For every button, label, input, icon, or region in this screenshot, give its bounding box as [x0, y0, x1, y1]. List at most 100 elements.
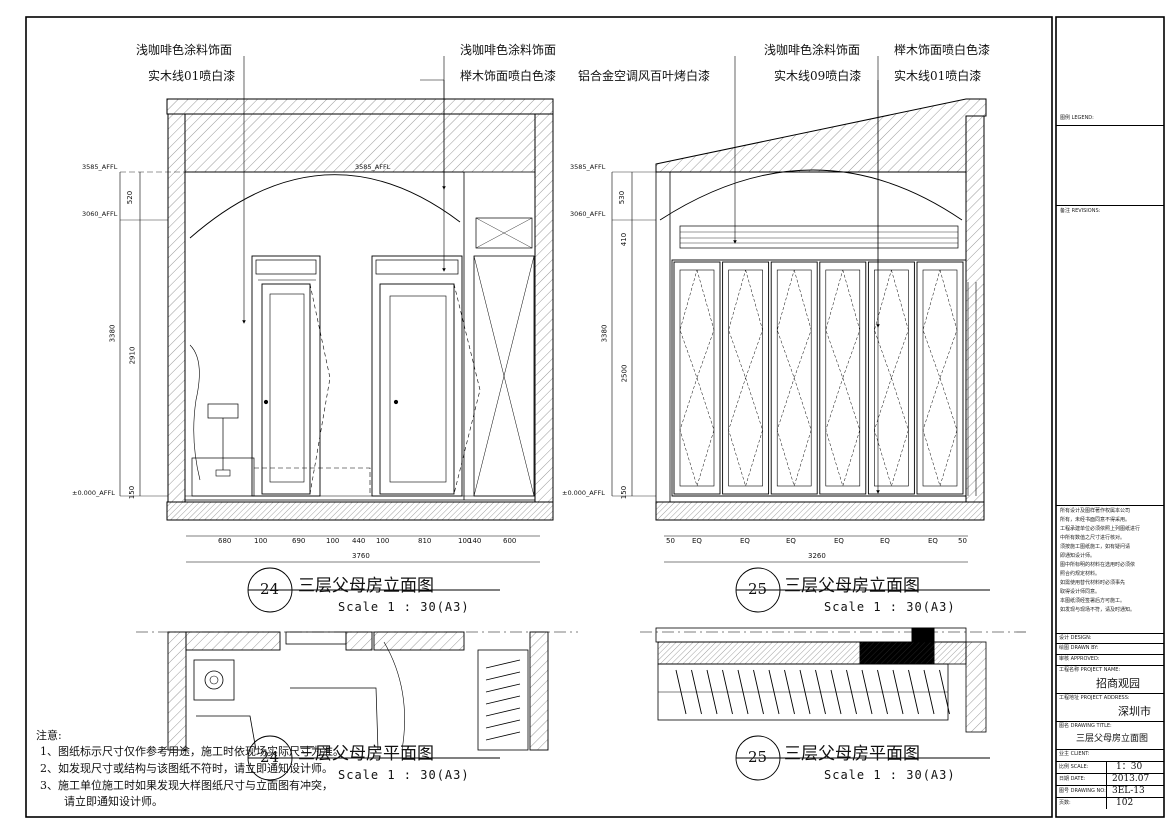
- e25-hdim: EQ: [928, 537, 938, 545]
- e24-level-3060: 3060_AFFL: [82, 210, 118, 218]
- e24-vdim-2910: 2910: [128, 346, 137, 365]
- tb-page: 102: [1116, 798, 1134, 808]
- e25-hdim: 50: [666, 537, 675, 545]
- tb-date-label: 日期 DATE:: [1059, 776, 1086, 782]
- e25-callout-2: 铝合金空调风百叶烤白漆: [578, 69, 711, 83]
- e25-hdim: EQ: [880, 537, 890, 545]
- e24-callout-3: 浅咖啡色涂料饰面: [460, 43, 557, 57]
- tb-revisions-label: 备注 REVISIONS:: [1060, 208, 1101, 214]
- wardrobe-door: [819, 261, 867, 495]
- e25-hdim: 50: [958, 537, 967, 545]
- e25-callout-4: 榉木饰面喷白色漆: [894, 43, 991, 57]
- e24-hdim: 100: [458, 537, 472, 545]
- tb-remark-line: 如需使用替代材料时必须事先: [1060, 580, 1126, 586]
- wardrobe-door-diamond: [922, 269, 958, 487]
- e24-scale: Scale 1 : 30(A3): [338, 600, 470, 614]
- wardrobe-door-diamond: [825, 269, 861, 487]
- p24-title: 三层父母房平面图: [298, 744, 434, 764]
- e24-callout-4: 榉木饰面喷白色漆: [460, 69, 557, 83]
- tb-remark-line: 所有，未经书面同意不得采用。: [1060, 517, 1131, 523]
- tb-drawing-title: 三层父母房立面图: [1076, 734, 1149, 744]
- e25-vdim-530: 530: [618, 190, 627, 205]
- wardrobe-door: [673, 261, 721, 495]
- wardrobe-door: [770, 261, 818, 495]
- e25-level-3060: 3060_AFFL: [570, 210, 606, 218]
- tb-remark-line: 图中所标明的材料在选用时必须依: [1060, 562, 1136, 568]
- e25-level-3585: 3585_AFFL: [570, 163, 606, 171]
- tb-legend-label: 图例 LEGEND:: [1060, 115, 1094, 121]
- e25-vdim-2500: 2500: [620, 364, 629, 383]
- wardrobe-door: [916, 261, 964, 495]
- e24-level-0: ±0.000_AFFL: [72, 489, 115, 497]
- e24-hdim: 810: [418, 537, 432, 545]
- e24-callout-2: 实木线01喷白漆: [148, 69, 236, 83]
- tb-design-label: 设计 DESIGN:: [1059, 635, 1092, 641]
- e24-callout-1: 浅咖啡色涂料饰面: [136, 43, 233, 57]
- sheet-frame: [25, 16, 1165, 818]
- wardrobe-door-diamond: [874, 269, 909, 487]
- p25-title: 三层父母房平面图: [784, 744, 920, 764]
- tb-remark-line: 所有设计及图样著作权属本公司: [1060, 508, 1131, 514]
- plan-25-drawing: [640, 627, 1026, 733]
- e25-title: 三层父母房立面图: [784, 576, 920, 596]
- p24-scale: Scale 1 : 30(A3): [338, 768, 470, 782]
- e24-total-dim: 3760: [352, 552, 370, 560]
- e25-vdim-410: 410: [620, 232, 629, 247]
- e24-vdim-3380: 3380: [108, 324, 117, 343]
- e24-title: 三层父母房立面图: [298, 576, 434, 596]
- wardrobe-door-diamond: [679, 269, 715, 487]
- wardrobe-door-diamond: [776, 269, 812, 487]
- notes-item-1: 1、图纸标示尺寸仅作参考用途，施工时依现场实际尺寸为准。: [40, 745, 344, 758]
- e24-hdim: 100: [326, 537, 340, 545]
- elevation-24-drawing: [119, 56, 554, 563]
- e25-callout-3: 实木线09喷白漆: [774, 69, 862, 83]
- tb-client-label: 业主 CLIENT:: [1059, 751, 1090, 757]
- e25-number: 25: [748, 580, 768, 598]
- e25-hdim: EQ: [834, 537, 844, 545]
- notes-item-2: 2、如发现尺寸或结构与该图纸不符时，请立即通知设计师。: [40, 762, 333, 775]
- tb-drawn-label: 绘图 DRAWN BY:: [1059, 645, 1099, 651]
- title-block: 图例 LEGEND: 备注 REVISIONS: 所有设计及图样著作权属本公司所…: [1056, 17, 1164, 817]
- e24-vdim-520: 520: [126, 190, 135, 205]
- e25-callout-1: 浅咖啡色涂料饰面: [764, 43, 861, 57]
- e25-vdim-150: 150: [620, 485, 629, 500]
- tb-drawing-no: 3EL-13: [1112, 786, 1145, 796]
- e24-level-3585-inner: 3585_AFFL: [355, 163, 391, 171]
- tb-remark-line: 即通知设计师。: [1060, 553, 1096, 559]
- wardrobe-door-diamond: [728, 269, 763, 487]
- e24-hdim: 440: [352, 537, 366, 545]
- tb-remark-line: 取得设计师同意。: [1060, 589, 1101, 595]
- notes-item-4: 请立即通知设计师。: [64, 795, 163, 808]
- e24-hdim: 680: [218, 537, 232, 545]
- tb-remark-line: 须按施工图纸施工，如有疑问请: [1060, 544, 1131, 550]
- tb-project-label: 工程名称 PROJECT NAME:: [1059, 667, 1121, 673]
- tb-project-name: 招商观园: [1096, 677, 1140, 690]
- tb-remark-line: 如发现与现场不符，请及时通知。: [1060, 607, 1136, 613]
- e25-callout-5: 实木线01喷白漆: [894, 69, 982, 83]
- tb-drawing-label: 图名 DRAWING TITLE:: [1059, 723, 1112, 729]
- tb-address-label: 工程地址 PROJECT ADDRESS:: [1059, 695, 1130, 701]
- elevation-25-drawing: [611, 56, 987, 563]
- notes-heading: 注意:: [36, 729, 62, 742]
- p24-number: 24: [260, 748, 280, 766]
- p25-scale: Scale 1 : 30(A3): [824, 768, 956, 782]
- e25-level-0: ±0.000_AFFL: [562, 489, 605, 497]
- tb-remark-line: 工程承建单位必须依照上列图纸进行: [1060, 526, 1141, 532]
- notes-item-3: 3、施工单位施工时如果发现大样图纸尺寸与立面图有冲突，: [40, 779, 333, 792]
- e24-number: 24: [260, 580, 280, 598]
- tb-scale-label: 比例 SCALE:: [1059, 764, 1089, 770]
- tb-number-label: 图号 DRAWING NO:: [1059, 788, 1106, 794]
- e25-vdim-3380: 3380: [600, 324, 609, 343]
- wardrobe-door: [867, 261, 915, 495]
- e24-vdim-150: 150: [128, 485, 137, 500]
- wardrobe-door: [722, 261, 770, 495]
- tb-address: 深圳市: [1118, 705, 1151, 718]
- p25-number: 25: [748, 748, 768, 766]
- tb-date: 2013.07: [1112, 774, 1150, 784]
- e24-hdim: 100: [376, 537, 390, 545]
- e24-hdim: 690: [292, 537, 306, 545]
- tb-page-label: 页数:: [1059, 800, 1071, 806]
- tb-remark-line: 本图纸须经签署后方可施工。: [1060, 598, 1126, 604]
- e24-hdim: 140: [468, 537, 482, 545]
- e24-level-3585: 3585_AFFL: [82, 163, 118, 171]
